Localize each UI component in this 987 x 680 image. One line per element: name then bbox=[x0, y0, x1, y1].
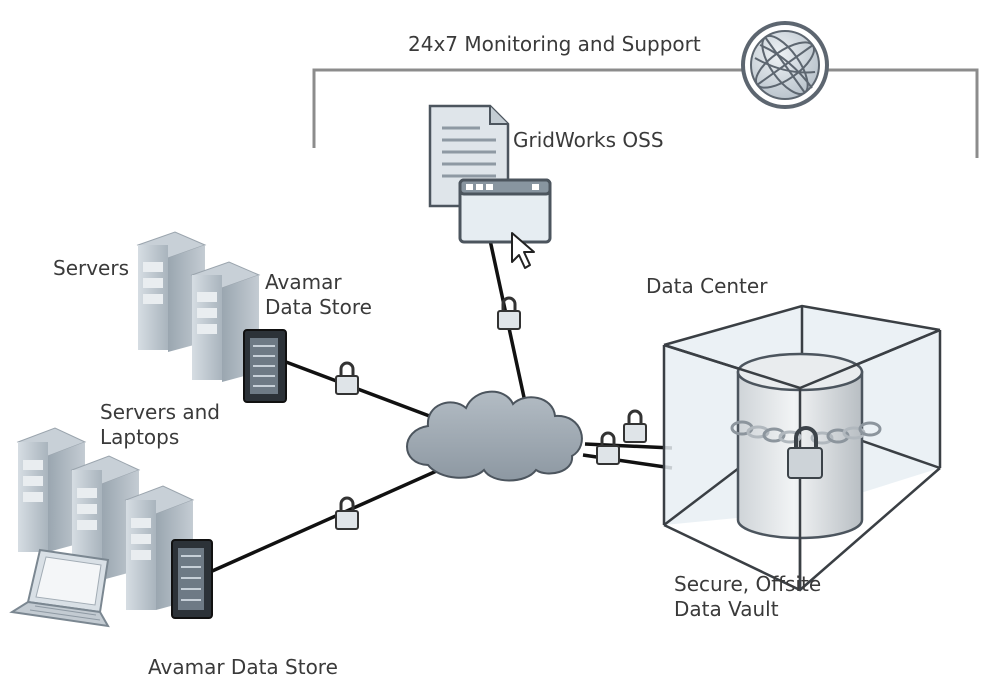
padlock-icon bbox=[787, 426, 823, 479]
avamar-top-label-line2: Data Store bbox=[265, 295, 372, 319]
padlock-icon bbox=[596, 431, 620, 465]
vault-label-line2: Data Vault bbox=[674, 597, 779, 621]
chain-icon bbox=[730, 420, 882, 445]
monitoring-bracket bbox=[312, 68, 979, 158]
padlock-icon bbox=[497, 296, 521, 330]
gridworks-label: GridWorks OSS bbox=[513, 128, 664, 152]
globe-icon bbox=[741, 21, 829, 109]
avamar-top-label-line1: Avamar bbox=[265, 270, 342, 294]
avamar-appliance-icon bbox=[243, 329, 287, 403]
servers-laptops-label-line2: Laptops bbox=[100, 425, 180, 449]
cursor-icon bbox=[511, 232, 535, 269]
padlock-icon bbox=[335, 361, 359, 395]
vault-label-line1: Secure, Offsite bbox=[674, 572, 822, 596]
avamar-bottom-label: Avamar Data Store bbox=[148, 655, 338, 679]
laptop-icon bbox=[9, 548, 110, 628]
cube-front-edges bbox=[663, 328, 941, 590]
padlock-icon bbox=[623, 409, 647, 443]
monitoring-label: 24x7 Monitoring and Support bbox=[408, 32, 701, 56]
avamar-appliance-icon bbox=[171, 539, 213, 619]
servers-laptops-label-line1: Servers and bbox=[100, 400, 220, 424]
data-center-label: Data Center bbox=[646, 274, 768, 298]
padlock-icon bbox=[335, 496, 359, 530]
servers-label: Servers bbox=[53, 256, 130, 280]
browser-window-icon bbox=[458, 178, 552, 244]
cloud-icon bbox=[406, 390, 583, 482]
